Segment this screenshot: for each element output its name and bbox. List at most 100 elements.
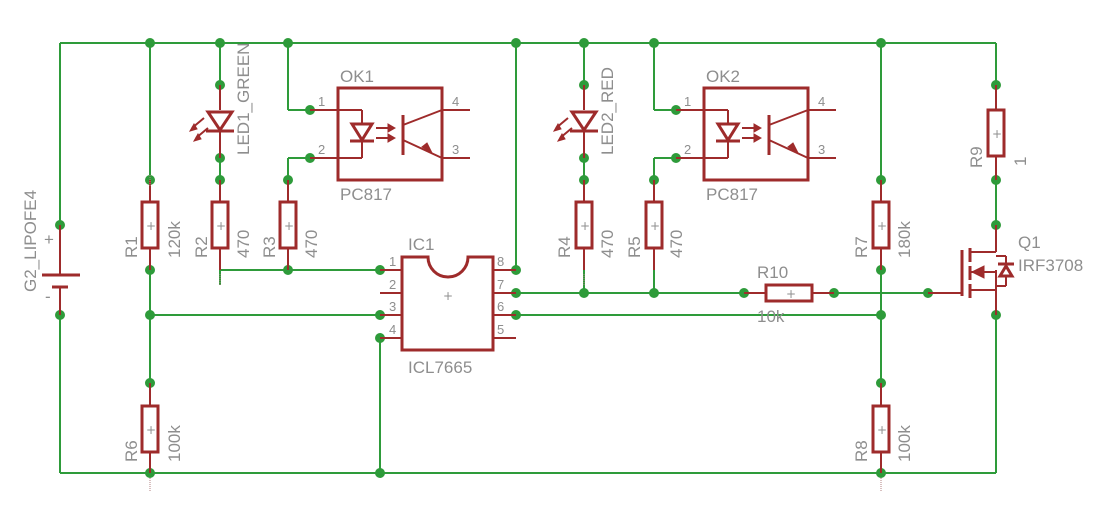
resistor-r10: + R10 10k — [744, 263, 834, 326]
optocoupler-body — [336, 86, 444, 182]
resistor-value-label: 470 — [667, 230, 686, 258]
junction-dot — [145, 310, 155, 320]
resistor-value-label: 180k — [895, 221, 914, 258]
ic-pin-number: 1 — [389, 254, 396, 269]
resistor-name-label: R5 — [625, 236, 644, 258]
resistor-r4: + R4 470 — [555, 180, 617, 270]
resistor-body — [140, 404, 160, 454]
resistor-body — [278, 200, 298, 250]
mosfet-name-label: Q1 — [1018, 233, 1041, 252]
junction-dot — [876, 310, 886, 320]
ic-pin-number: 7 — [497, 277, 504, 292]
optocoupler-emitter-arrow — [787, 142, 800, 155]
ic-body — [400, 255, 495, 352]
resistor-value-label: 470 — [598, 230, 617, 258]
optocoupler-arrow-head — [387, 133, 397, 143]
optocoupler-transistor-collector — [402, 109, 443, 126]
resistor-body — [986, 108, 1006, 158]
resistor-plus-mark: + — [216, 219, 226, 233]
optocoupler-body — [702, 86, 810, 182]
mosfet-value-label: IRF3708 — [1018, 256, 1083, 275]
led-triangle — [569, 110, 599, 133]
ic-value-label: ICL7665 — [408, 358, 472, 377]
resistor-plus-mark: + — [146, 219, 156, 233]
resistor-plus-mark: + — [650, 219, 660, 233]
led-arrow-head — [192, 133, 202, 142]
battery-g2: + - G2_LIPOFE4 — [21, 190, 80, 315]
optocoupler-transistor-collector — [768, 109, 809, 126]
junction-dot — [649, 288, 659, 298]
ic-pin-number: 6 — [497, 299, 504, 314]
ic-name-label: IC1 — [408, 235, 434, 254]
optocoupler-ok1: 1 2 4 3 OK1 PC817 — [310, 67, 470, 204]
resistor-value-label: 100k — [895, 425, 914, 462]
junction-dot — [649, 38, 659, 48]
junction-dot — [283, 38, 293, 48]
ic-pin-number: 5 — [497, 322, 504, 337]
resistor-value-label: 120k — [165, 221, 184, 258]
resistor-name-label: R3 — [260, 236, 279, 258]
resistor-name-label: R1 — [122, 236, 141, 258]
resistor-r8: + R8 100k — [852, 383, 914, 473]
resistor-r7: + R7 180k — [852, 180, 914, 270]
resistor-plus-mark: + — [877, 423, 887, 437]
resistor-value-label: 470 — [302, 230, 321, 258]
resistor-body — [210, 200, 230, 250]
pin-end-markers — [149, 175, 882, 492]
resistor-r3: + R3 470 — [260, 180, 321, 270]
junction-dot — [876, 38, 886, 48]
resistor-r1: + R1 120k — [122, 180, 184, 270]
resistor-body — [871, 404, 891, 454]
resistor-body — [644, 200, 664, 250]
resistor-plus-mark: + — [146, 423, 156, 437]
optocoupler-name-label: OK1 — [340, 67, 374, 86]
optocoupler-pin-number: 4 — [818, 94, 825, 109]
resistor-name-label: R9 — [967, 146, 986, 168]
led-arrow-head — [556, 133, 566, 142]
resistor-name-label: R6 — [122, 440, 141, 462]
optocoupler-arrow-head — [753, 133, 763, 143]
resistor-plus-mark: + — [786, 287, 796, 301]
resistor-r6: + R6 100k — [122, 383, 184, 473]
resistor-plus-mark: + — [877, 219, 887, 233]
resistor-body — [764, 283, 814, 303]
resistor-name-label: R4 — [555, 236, 574, 258]
junction-dot — [579, 38, 589, 48]
junction-dot — [511, 38, 521, 48]
ic-plus-mark: + — [443, 289, 453, 303]
resistor-r9: + R9 1 — [967, 85, 1030, 180]
led-arrow-head — [188, 123, 198, 132]
resistor-value-label: 1 — [1011, 157, 1030, 166]
optocoupler-transistor-emitter — [768, 139, 809, 159]
junction-dot — [145, 38, 155, 48]
optocoupler-pin-number: 1 — [318, 94, 325, 109]
battery-plus-sign: + — [44, 230, 54, 249]
resistor-name-label: R10 — [757, 263, 788, 282]
optocoupler-value-label: PC817 — [340, 185, 392, 204]
optocoupler-pin-number: 2 — [318, 142, 325, 157]
optocoupler-transistor-emitter — [402, 139, 443, 159]
resistor-name-label: R2 — [192, 236, 211, 258]
battery-name-label: G2_LIPOFE4 — [21, 190, 40, 292]
ic-pin-number: 2 — [389, 277, 396, 292]
optocoupler-emitter-arrow — [421, 142, 434, 155]
optocoupler-arrow-head — [387, 123, 397, 133]
optocoupler-arrow-head — [753, 123, 763, 133]
mosfet-arrow — [970, 265, 985, 279]
led-name-label: LED1_GREEN — [234, 43, 253, 155]
led-name-label: LED2_RED — [598, 67, 617, 155]
led-led2: LED2_RED — [552, 67, 617, 158]
resistor-plus-mark: + — [580, 219, 590, 233]
junction-dot — [579, 288, 589, 298]
optocoupler-led-triangle — [349, 122, 375, 143]
led-led1: LED1_GREEN — [188, 43, 253, 158]
battery-minus-sign: - — [45, 287, 51, 306]
ic-pin-number: 3 — [389, 299, 396, 314]
optocoupler-pin-number: 1 — [684, 94, 691, 109]
optocoupler-name-label: OK2 — [706, 67, 740, 86]
resistor-body — [574, 200, 594, 250]
optocoupler-pin-number: 3 — [818, 142, 825, 157]
resistor-value-label: 100k — [165, 425, 184, 462]
resistor-name-label: R7 — [852, 236, 871, 258]
